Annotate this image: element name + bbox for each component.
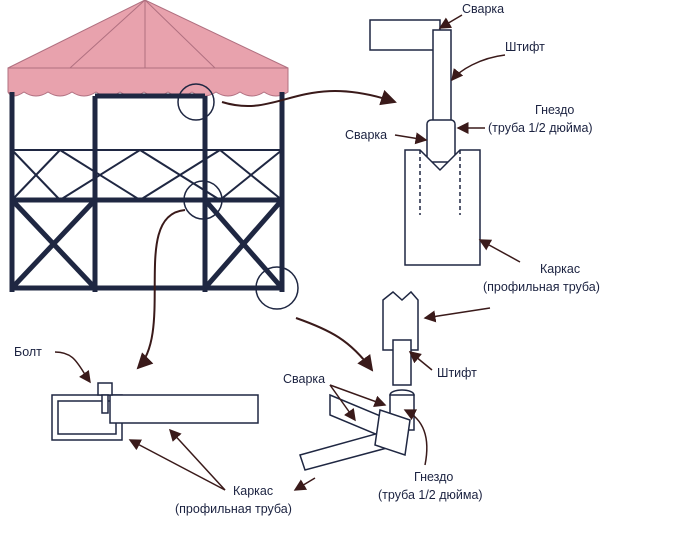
bottom-frame-title: Каркас xyxy=(233,484,274,498)
bolt-label: Болт xyxy=(14,345,42,359)
detail-circle-top xyxy=(177,83,215,121)
top-socket-sub: (труба 1/2 дюйма) xyxy=(488,121,593,135)
bottom-pin-label: Штифт xyxy=(437,366,477,380)
gazebo-frame xyxy=(9,92,285,292)
bottom-weld-label: Сварка xyxy=(283,372,326,386)
gazebo-roof xyxy=(7,0,289,69)
top-pin-label: Штифт xyxy=(505,40,545,54)
bottom-joint-detail xyxy=(299,290,419,471)
connector-arrows xyxy=(136,89,397,372)
bolt-joint-detail xyxy=(51,382,259,441)
detail-circle-middle xyxy=(183,180,223,220)
bottom-socket-title: Гнездо xyxy=(414,470,454,484)
top-frame-title: Каркас xyxy=(540,262,581,276)
detail-circle-bottom xyxy=(255,266,299,310)
top-frame-sub: (профильная труба) xyxy=(483,280,600,294)
gazebo-illustration xyxy=(7,0,299,310)
bottom-frame-sub: (профильная труба) xyxy=(175,502,292,516)
top-joint-detail xyxy=(369,19,481,266)
top-weld-label: Сварка xyxy=(462,2,505,16)
bottom-socket-sub: (труба 1/2 дюйма) xyxy=(378,488,483,502)
top-socket-title: Гнездо xyxy=(535,103,575,117)
mid-weld-label: Сварка xyxy=(345,128,388,142)
roof-valance xyxy=(7,67,289,97)
